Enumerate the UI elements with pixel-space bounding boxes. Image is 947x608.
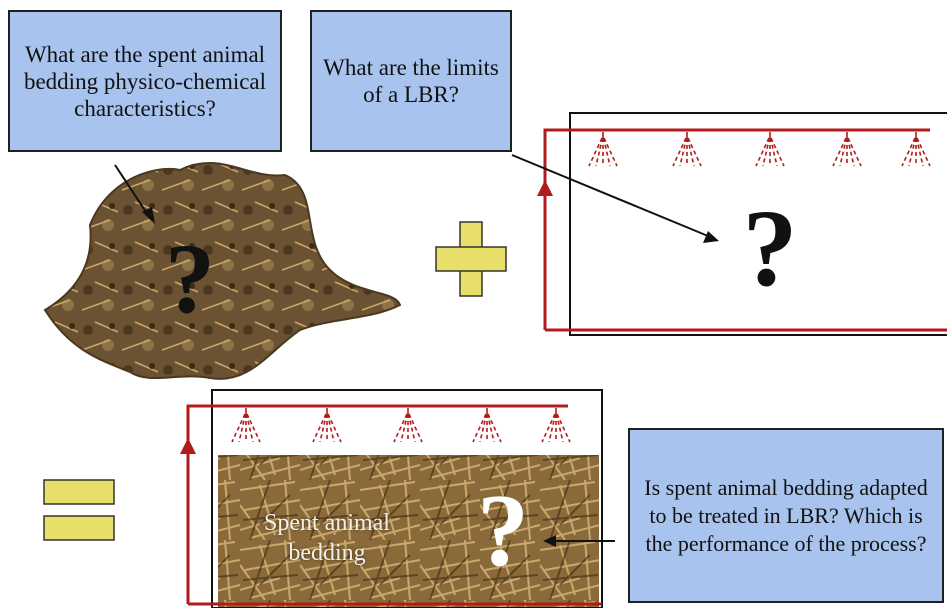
question-box-bedding-characteristics: What are the spent animal bedding physic… — [8, 10, 282, 152]
sprinkler-icon — [312, 408, 342, 443]
question-text-lbr-limits: What are the limits of a LBR? — [323, 55, 499, 107]
question-text-bedding-characteristics: What are the spent animal bedding physic… — [23, 41, 267, 121]
plus-icon — [435, 221, 507, 297]
sprinkler-icon — [541, 408, 571, 443]
question-mark-heap: ? — [165, 223, 215, 334]
question-box-lbr-limits: What are the limits of a LBR? — [310, 10, 512, 152]
reactor-top — [537, 112, 947, 336]
sprinkler-icon — [672, 132, 702, 167]
arrow-q3-to-bedding — [543, 535, 615, 547]
reactor-bottom — [180, 389, 603, 608]
spent-animal-bedding-label: Spent animal bedding — [264, 510, 390, 566]
arrow-q1-to-heap — [114, 164, 155, 224]
question-text-adapted-performance: Is spent animal bedding adapted to be tr… — [644, 474, 928, 556]
sprinkler-icon — [832, 132, 862, 167]
question-box-adapted-performance: Is spent animal bedding adapted to be tr… — [628, 428, 944, 603]
equals-icon — [43, 479, 115, 541]
sprinkler-icon — [393, 408, 423, 443]
sprinkler-icon — [231, 408, 261, 443]
question-mark-bedding: ? — [477, 473, 529, 588]
question-mark-reactor: ? — [743, 187, 798, 309]
bedding-heap-image — [43, 162, 402, 380]
arrow-q2-to-reactor — [511, 154, 719, 243]
sprinkler-icon — [755, 132, 785, 167]
sprinkler-icon — [472, 408, 502, 443]
sprinkler-icon — [901, 132, 931, 167]
sprinkler-icon — [588, 132, 618, 167]
